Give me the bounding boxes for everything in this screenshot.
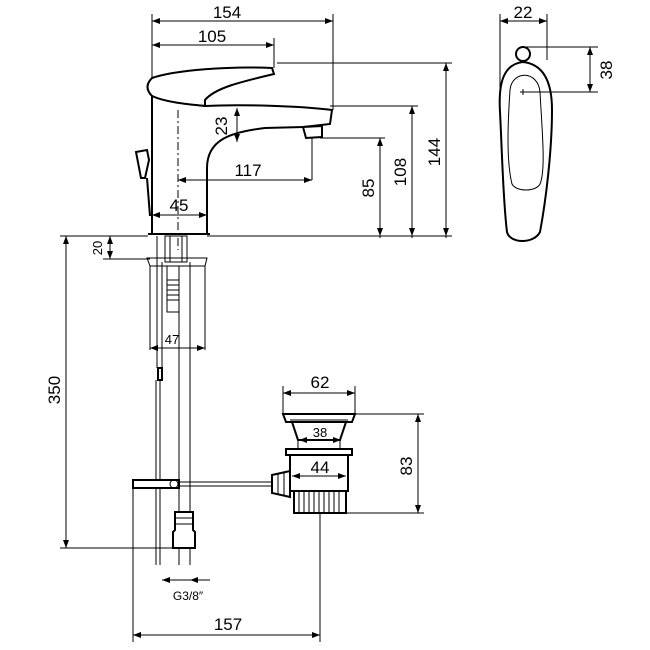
side-view-lever [498, 60, 554, 242]
dim-62: 62 [311, 373, 330, 392]
dim-108: 108 [391, 158, 410, 186]
dim-23: 23 [212, 117, 231, 136]
faucet-side-view [498, 46, 554, 242]
dim-20: 20 [90, 241, 105, 255]
shank-upper [164, 235, 188, 263]
rod-clip [132, 479, 180, 489]
linkage-rod [132, 479, 272, 489]
side-view-center-mark [520, 89, 526, 95]
waste-thread-lines [298, 491, 340, 513]
faucet-front-view [134, 66, 334, 250]
side-view-cap [515, 46, 531, 62]
dim-157: 157 [214, 615, 242, 634]
pull-rod-knob [134, 148, 151, 179]
waste-drain [271, 413, 357, 514]
arrowheads [63, 18, 593, 638]
shank-assembly [146, 235, 208, 565]
dim-154: 154 [213, 3, 241, 22]
dim-44: 44 [311, 458, 330, 477]
thread-hatch [167, 279, 179, 301]
rod-coupling [157, 367, 163, 381]
dim-22: 22 [514, 3, 533, 22]
hose-nut [172, 511, 196, 549]
spout-outlet [301, 124, 323, 140]
dim-85: 85 [359, 179, 378, 198]
dim-350: 350 [45, 376, 64, 404]
faucet-body [151, 94, 334, 235]
dim-47: 47 [165, 332, 179, 347]
waste-thread-tail [293, 490, 347, 514]
lever-handle [146, 66, 276, 108]
dim-g3-8: G3/8″ [173, 589, 204, 603]
threaded-stud [166, 265, 180, 313]
dim-105: 105 [198, 27, 226, 46]
dim-45: 45 [170, 196, 189, 215]
dim-144: 144 [425, 138, 444, 166]
dim-83: 83 [397, 457, 416, 476]
waste-flange [281, 413, 357, 423]
dim-38-waste: 38 [313, 425, 327, 440]
side-view-lever-inner [507, 74, 544, 191]
pull-rod-upper [146, 177, 151, 217]
dim-117: 117 [234, 161, 261, 180]
waste-side-port [271, 469, 291, 499]
dim-38-side: 38 [597, 61, 616, 80]
